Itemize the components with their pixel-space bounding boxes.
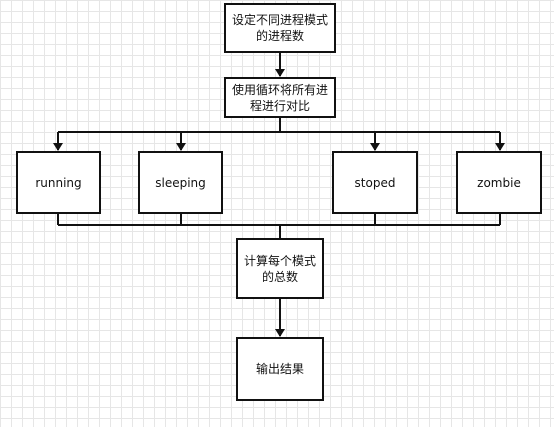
node-running: running [16,151,101,214]
node-loop-compare: 使用循环将所有进程进行对比 [224,77,336,118]
node-sleeping-label: sleeping [155,175,206,190]
node-stoped: stoped [332,151,418,214]
node-zombie-label: zombie [477,175,521,190]
node-set-process-count: 设定不同进程模式的进程数 [224,3,336,53]
node-count-totals-label: 计算每个模式的总数 [243,253,316,284]
node-zombie: zombie [456,151,542,214]
node-stoped-label: stoped [354,175,396,190]
node-loop-compare-label: 使用循环将所有进程进行对比 [231,82,328,113]
node-output-result: 输出结果 [236,337,324,401]
node-sleeping: sleeping [138,151,223,214]
node-output-result-label: 输出结果 [255,362,304,376]
node-count-totals: 计算每个模式的总数 [236,238,324,299]
node-running-label: running [35,175,82,190]
node-set-process-count-label: 设定不同进程模式的进程数 [231,13,328,43]
